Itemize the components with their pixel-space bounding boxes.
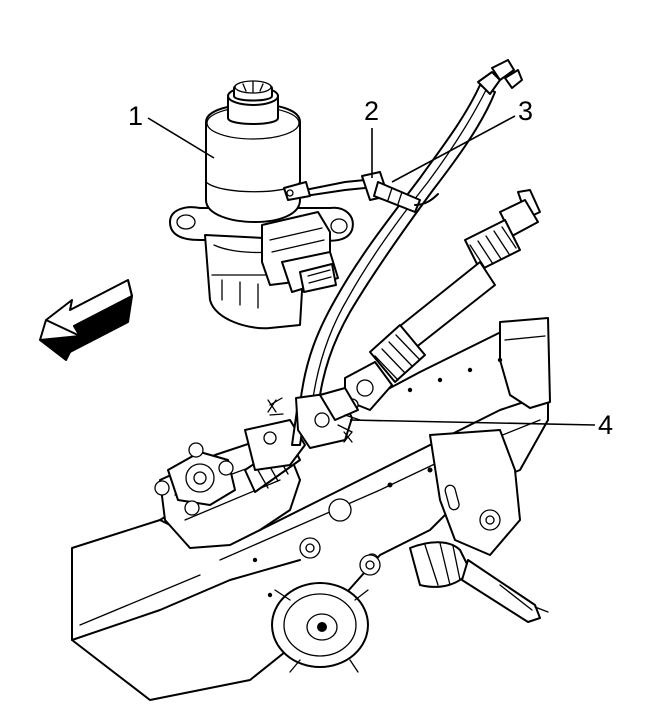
pulley-assembly [271,582,369,673]
callout-1: 1 [128,101,143,131]
intermediate-shaft [344,189,541,412]
callout-4: 4 [598,410,613,440]
frame-cradle [71,317,551,701]
callout-2: 2 [364,96,379,126]
electric-power-steering-pump [169,80,354,330]
callout-leaders [147,115,596,426]
steering-gear-housing [154,419,306,549]
hose-clamp-bracket [267,387,361,449]
drive-axle [409,541,549,623]
front-direction-arrow-icon [39,279,133,361]
callout-3: 3 [518,96,533,126]
